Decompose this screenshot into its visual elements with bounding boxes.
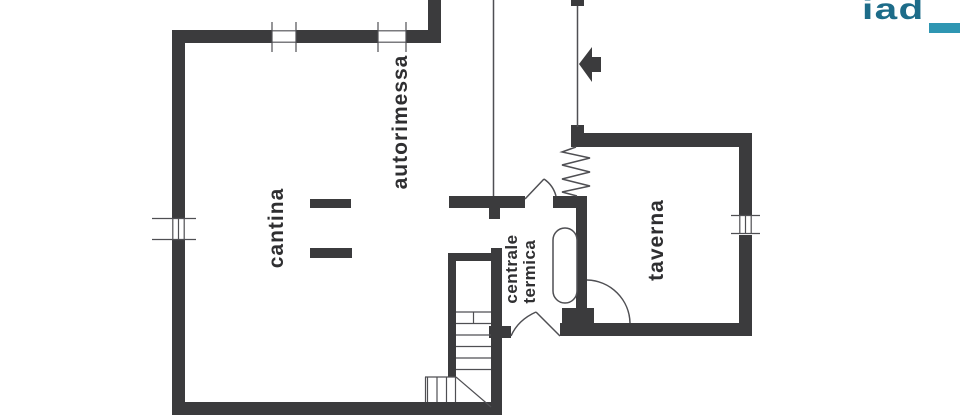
room-label-autorimessa: autorimessa [389,54,412,190]
room-label-centrale-termica: centrale termica [502,234,539,304]
stairs [424,311,492,408]
wall-stub-top-edge [571,0,584,6]
door-garage-ct [524,178,557,200]
wall-taverna-top [572,133,752,147]
partition-bar-bottom [310,248,352,258]
room-label-centrale-line1: centrale [502,234,521,304]
wall-top-vertical [428,0,441,43]
stairs-lower-flight [424,376,457,402]
wall-bottom [172,402,502,415]
coil-symbol [559,146,591,197]
partition-bar-top [310,199,351,208]
wall-stairs-top [448,253,497,261]
window-left [152,217,196,241]
wall-top-left [172,30,272,43]
wall-pillar [562,308,594,336]
room-label-taverna: taverna [645,199,668,281]
entrance-arrow-icon [579,47,601,82]
wall-left-upper [172,30,185,218]
window-top-2 [377,22,407,52]
door-taverna-arc [586,279,631,324]
wall-taverna-bottom [560,323,752,336]
window-top-1 [271,22,297,52]
wall-stairs-left [448,253,456,377]
wall-stairs-right [491,248,502,415]
walls [172,0,752,415]
door-ct-bottom [510,311,561,337]
boiler-tank [552,227,578,304]
wall-stub-garage-ct [489,208,500,219]
wall-taverna-right-lower [739,235,752,336]
room-label-centrale-line2: termica [520,239,539,304]
iad-logo: iad [862,0,925,26]
doors [510,178,631,337]
wall-top-mid [296,30,378,43]
iad-logo-bar [929,23,960,33]
wall-taverna-right-upper [739,133,752,215]
windows [152,22,760,241]
window-taverna-right [731,214,760,235]
wall-garage-ct [449,196,525,208]
stairs-diagonal-cut [455,376,492,408]
wall-left-lower [172,240,185,415]
room-label-cantina: cantina [265,187,288,269]
wall-ct-taverna [576,196,587,311]
